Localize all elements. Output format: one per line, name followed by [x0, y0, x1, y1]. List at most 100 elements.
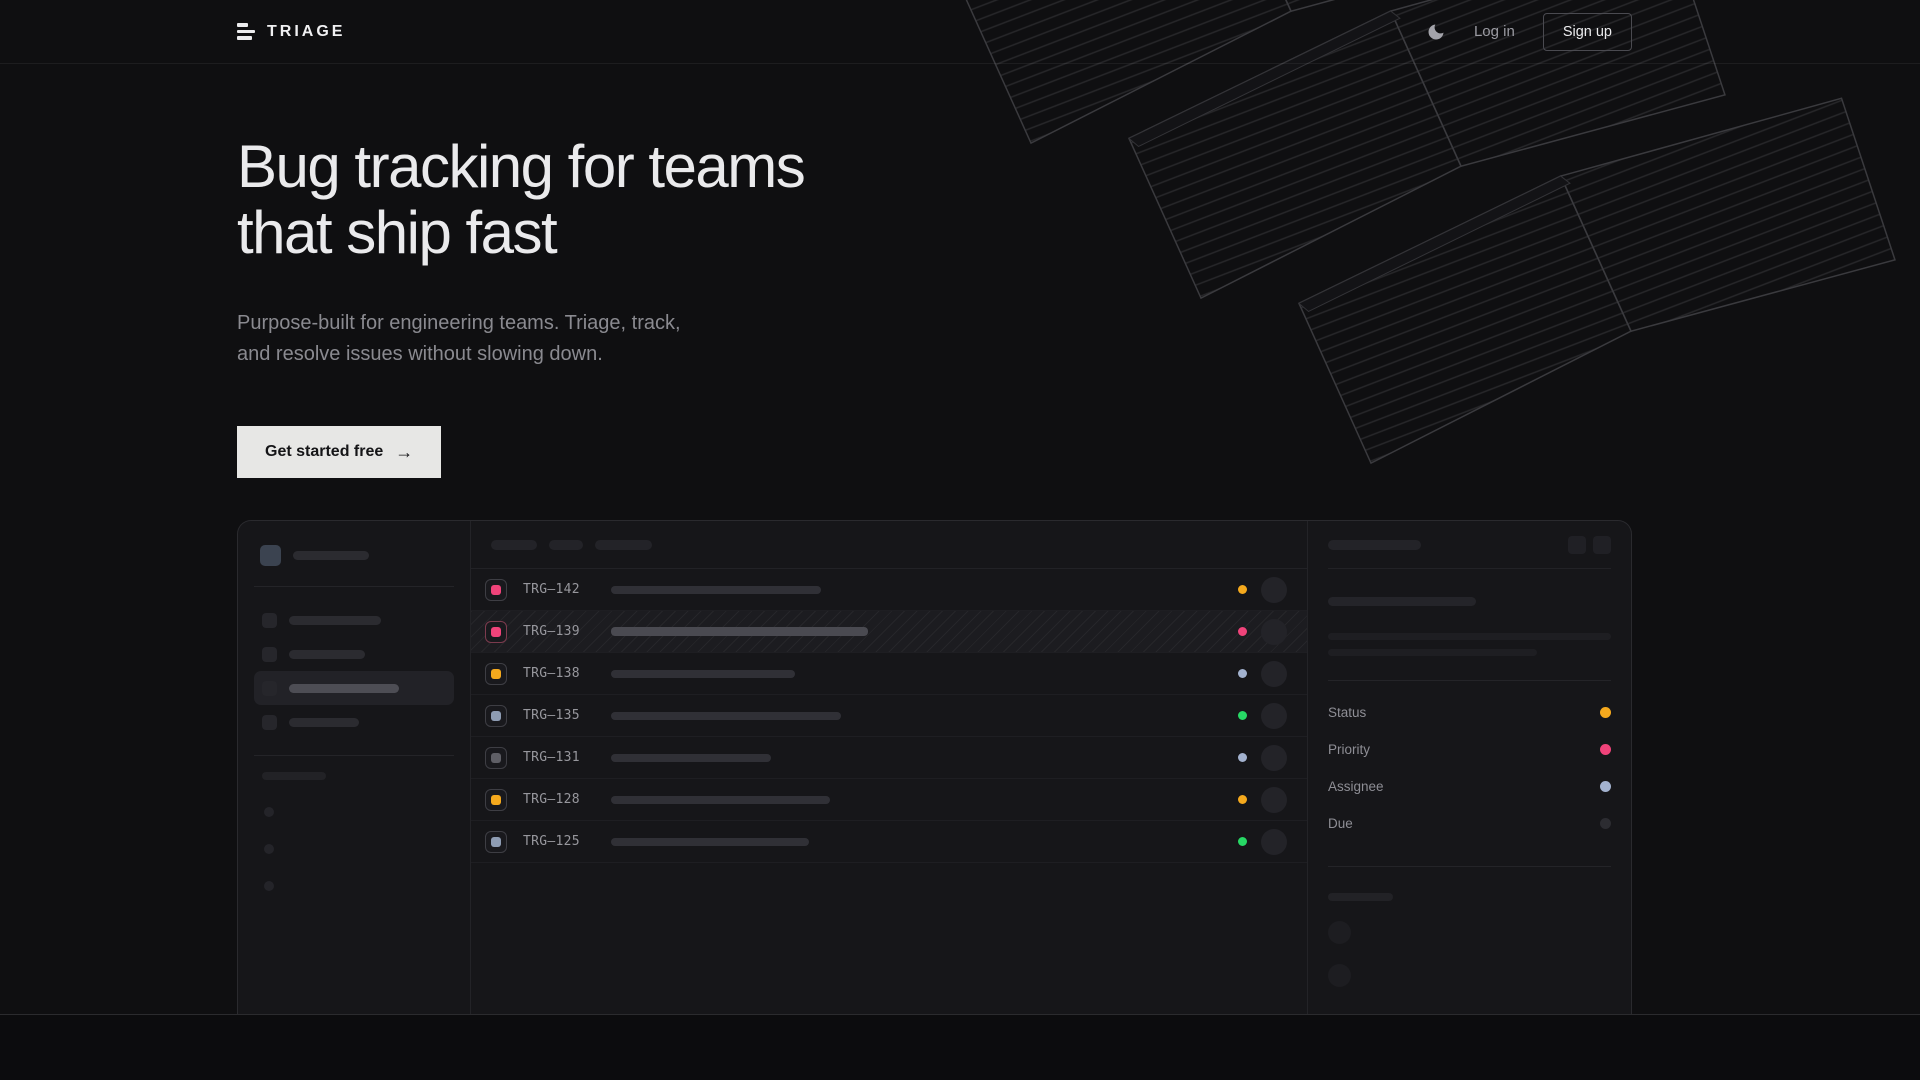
- issue-type-icon: [485, 830, 507, 853]
- issue-assignee-avatar[interactable]: [1261, 786, 1287, 813]
- detail-field-value-dot: [1600, 818, 1611, 829]
- mockup-sidebar: [238, 521, 471, 1014]
- issue-type-icon: [485, 662, 507, 685]
- sidebar-item-icon: [262, 680, 277, 696]
- issue-assignee-avatar[interactable]: [1261, 744, 1287, 771]
- filter-pill-skeleton[interactable]: [491, 539, 537, 550]
- app-mockup-panel: TRG–142 TRG–139 TRG–138 TRG–135: [237, 520, 1632, 1014]
- issue-assignee-avatar[interactable]: [1261, 828, 1287, 855]
- issue-row[interactable]: TRG–135: [471, 695, 1307, 737]
- issue-title-skeleton: [611, 711, 841, 720]
- skeleton-bar: [293, 551, 369, 560]
- issue-title-skeleton: [611, 669, 795, 678]
- filter-pill-skeleton[interactable]: [549, 539, 583, 550]
- detail-field-row[interactable]: Priority: [1328, 731, 1611, 768]
- detail-line-skeleton: [1328, 649, 1538, 656]
- brand[interactable]: TRIAGE: [237, 23, 345, 41]
- issue-status-dot: [1238, 585, 1247, 594]
- sidebar-item[interactable]: [254, 637, 454, 671]
- detail-divider: [1328, 866, 1611, 867]
- issue-row[interactable]: TRG–139: [471, 611, 1307, 653]
- issue-list-header: [471, 521, 1307, 569]
- detail-action-button[interactable]: [1568, 535, 1586, 554]
- hero-section: Bug tracking for teams that ship fast Pu…: [0, 64, 1920, 478]
- nav-actions: Log in Sign up: [1426, 12, 1632, 51]
- get-started-button[interactable]: Get started free →: [237, 426, 442, 478]
- detail-field-label: Status: [1328, 705, 1367, 720]
- issue-type-icon: [485, 788, 507, 811]
- sidebar-item[interactable]: [254, 603, 454, 637]
- issue-status-dot: [1238, 753, 1247, 762]
- top-nav: TRIAGE Log in Sign up: [0, 0, 1920, 64]
- issue-title-skeleton: [611, 627, 868, 636]
- cta-label: Get started free: [265, 443, 384, 460]
- issue-row[interactable]: TRG–128: [471, 779, 1307, 821]
- skeleton-bar: [289, 649, 365, 659]
- sidebar-section-label-skeleton: [262, 772, 326, 780]
- issue-assignee-avatar[interactable]: [1261, 576, 1287, 603]
- footer-strip: [0, 1014, 1920, 1080]
- issue-id: TRG–142: [523, 582, 580, 597]
- detail-action-button[interactable]: [1593, 535, 1611, 554]
- issue-id: TRG–139: [523, 624, 580, 639]
- hero-title-line2: that ship fast: [237, 199, 558, 266]
- hero-subtitle: Purpose-built for engineering teams. Tri…: [237, 312, 681, 365]
- issue-assignee-avatar[interactable]: [1261, 660, 1287, 687]
- sidebar-item-icon: [262, 646, 277, 662]
- sidebar-dot-item: [264, 807, 274, 817]
- issue-row[interactable]: TRG–125: [471, 821, 1307, 863]
- signup-button[interactable]: Sign up: [1542, 12, 1632, 51]
- issue-type-icon: [485, 578, 507, 601]
- arrow-right-icon: →: [395, 441, 414, 462]
- detail-line-skeleton: [1328, 633, 1611, 640]
- hero-title-line1: Bug tracking for teams: [237, 133, 806, 200]
- issue-type-icon: [485, 746, 507, 769]
- detail-title-skeleton: [1328, 597, 1476, 606]
- sidebar-item-active[interactable]: [254, 671, 454, 705]
- sidebar-item-icon: [262, 714, 277, 730]
- issue-title-skeleton: [611, 753, 771, 762]
- detail-fields: Status Priority Assignee Due: [1328, 694, 1611, 842]
- detail-field-label: Priority: [1328, 742, 1371, 757]
- brand-name: TRIAGE: [267, 22, 346, 40]
- skeleton-bar: [289, 615, 381, 625]
- issue-detail-panel: Status Priority Assignee Due: [1307, 521, 1631, 1014]
- issue-id: TRG–138: [523, 666, 580, 681]
- sidebar-divider: [254, 755, 454, 756]
- issue-row[interactable]: TRG–131: [471, 737, 1307, 779]
- detail-field-value-dot: [1600, 781, 1611, 792]
- issue-id: TRG–128: [523, 792, 580, 807]
- sidebar-dot-item: [264, 844, 274, 854]
- issue-status-dot: [1238, 837, 1247, 846]
- detail-field-label: Assignee: [1328, 779, 1384, 794]
- issue-type-icon: [485, 704, 507, 727]
- issue-row[interactable]: TRG–142: [471, 569, 1307, 611]
- login-link[interactable]: Log in: [1473, 23, 1515, 40]
- workspace-avatar: [260, 545, 281, 566]
- issue-list: TRG–142 TRG–139 TRG–138 TRG–135: [471, 521, 1307, 1014]
- theme-toggle-button[interactable]: [1426, 22, 1446, 42]
- workspace-switcher[interactable]: [254, 541, 454, 570]
- moon-icon: [1428, 24, 1444, 39]
- issue-id: TRG–135: [523, 708, 580, 723]
- detail-field-row[interactable]: Status: [1328, 694, 1611, 731]
- issue-title-skeleton: [611, 585, 821, 594]
- detail-header: [1328, 521, 1611, 569]
- sidebar-divider: [254, 586, 454, 587]
- issue-row[interactable]: TRG–138: [471, 653, 1307, 695]
- issue-assignee-avatar[interactable]: [1261, 618, 1287, 645]
- issue-id: TRG–125: [523, 834, 580, 849]
- skeleton-bar: [289, 717, 359, 727]
- issue-rows-container: TRG–142 TRG–139 TRG–138 TRG–135: [471, 569, 1307, 863]
- triage-logo-icon: [237, 23, 255, 40]
- filter-pill-skeleton[interactable]: [595, 539, 652, 550]
- sidebar-item[interactable]: [254, 705, 454, 739]
- detail-field-row[interactable]: Due: [1328, 805, 1611, 842]
- detail-header-skeleton: [1328, 539, 1421, 550]
- issue-title-skeleton: [611, 837, 809, 846]
- detail-field-row[interactable]: Assignee: [1328, 768, 1611, 805]
- issue-status-dot: [1238, 711, 1247, 720]
- issue-assignee-avatar[interactable]: [1261, 702, 1287, 729]
- issue-id: TRG–131: [523, 750, 580, 765]
